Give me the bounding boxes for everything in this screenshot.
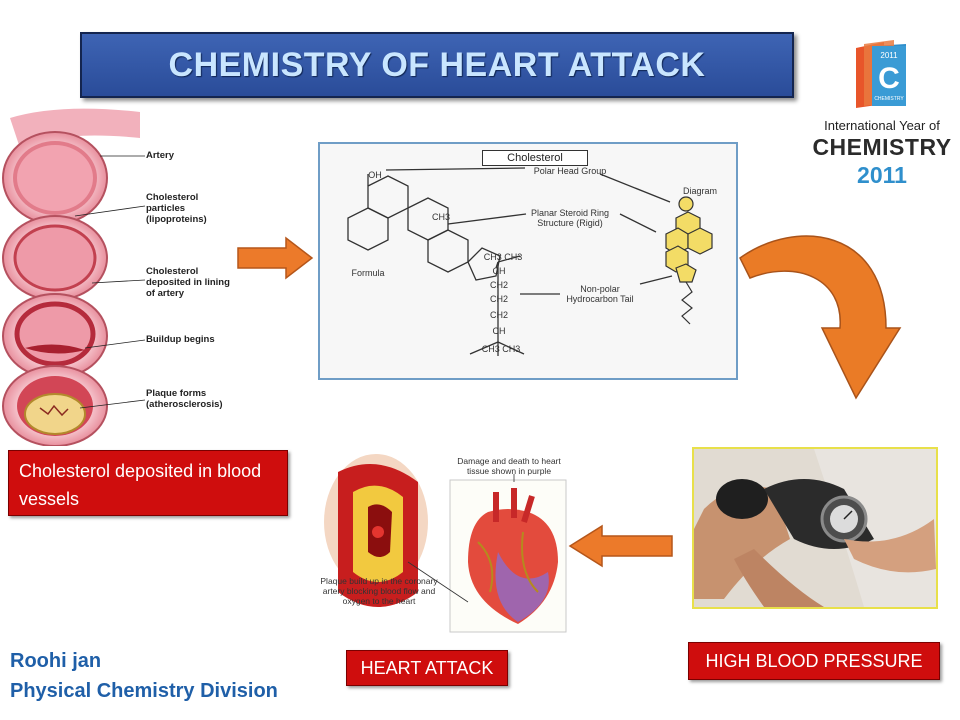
arrow-right-icon — [237, 236, 314, 280]
caption-heart-attack: HEART ATTACK — [346, 650, 508, 686]
planar-steroid-label: Planar Steroid Ring Structure (Rigid) — [530, 208, 610, 228]
chain-4: CH2 — [489, 310, 508, 320]
iyc-book-letter: C — [878, 62, 900, 95]
arrow-left-icon — [568, 524, 673, 568]
iyc-book-caption: CHEMISTRY — [874, 96, 904, 102]
heart-attack-illustration: Damage and death to heart tissue shown i… — [318, 452, 570, 638]
cholesterol-structure-diagram: Cholesterol — [318, 142, 738, 380]
chain-0: CH3 CH3 — [483, 252, 523, 262]
artery-label-4: Plaque forms (atherosclerosis) — [146, 388, 223, 410]
nonpolar-tail-label: Non-polar Hydrocarbon Tail — [566, 284, 634, 304]
author-block: Roohi jan Physical Chemistry Division — [10, 646, 278, 706]
author-division: Physical Chemistry Division — [10, 680, 278, 702]
blood-pressure-photo — [692, 447, 938, 609]
artery-illustration: Artery Cholesterol particles (lipoprotei… — [0, 108, 240, 446]
curved-arrow-icon — [739, 235, 902, 400]
cholesterol-title: Cholesterol — [482, 150, 588, 166]
heart-plaque-note: Plaque build up in the coronary artery b… — [320, 576, 438, 606]
iyc-line3: 2011 — [857, 162, 907, 188]
heart-damage-note: Damage and death to heart tissue shown i… — [457, 456, 561, 476]
oh-label: OH — [368, 170, 382, 180]
chain-2: CH2 — [489, 280, 508, 290]
slide-title: CHEMISTRY OF HEART ATTACK — [168, 45, 706, 84]
artery-label-1: Cholesterol particles (lipoproteins) — [146, 192, 207, 225]
artery-label-3: Buildup begins — [146, 334, 215, 345]
iyc-book-icon: 2011 C CHEMISTRY — [856, 40, 906, 108]
diagram-label: Diagram — [682, 186, 717, 196]
artery-label-0: Artery — [146, 150, 174, 161]
author-name: Roohi jan — [10, 650, 102, 672]
chain-5: CH — [492, 326, 506, 336]
iyc-line1: International Year of — [824, 118, 940, 133]
iyc-logo: 2011 C CHEMISTRY International Year of C… — [812, 36, 952, 196]
chain-6: CH3 CH3 — [481, 344, 521, 354]
iyc-book-year: 2011 — [880, 51, 898, 60]
caption-high-blood-pressure: HIGH BLOOD PRESSURE — [688, 642, 940, 680]
ch3-ring-label: CH3 — [431, 212, 450, 222]
formula-label: Formula — [351, 268, 385, 278]
caption-cholesterol-deposited: Cholesterol deposited in blood vessels — [8, 450, 288, 516]
iyc-line2: CHEMISTRY — [812, 134, 952, 160]
title-banner: CHEMISTRY OF HEART ATTACK — [80, 32, 794, 98]
chain-3: CH2 — [489, 294, 508, 304]
chain-1: CH — [492, 266, 506, 276]
artery-label-2: Cholesterol deposited in lining of arter… — [146, 266, 230, 299]
polar-head-label: Polar Head Group — [533, 166, 607, 176]
